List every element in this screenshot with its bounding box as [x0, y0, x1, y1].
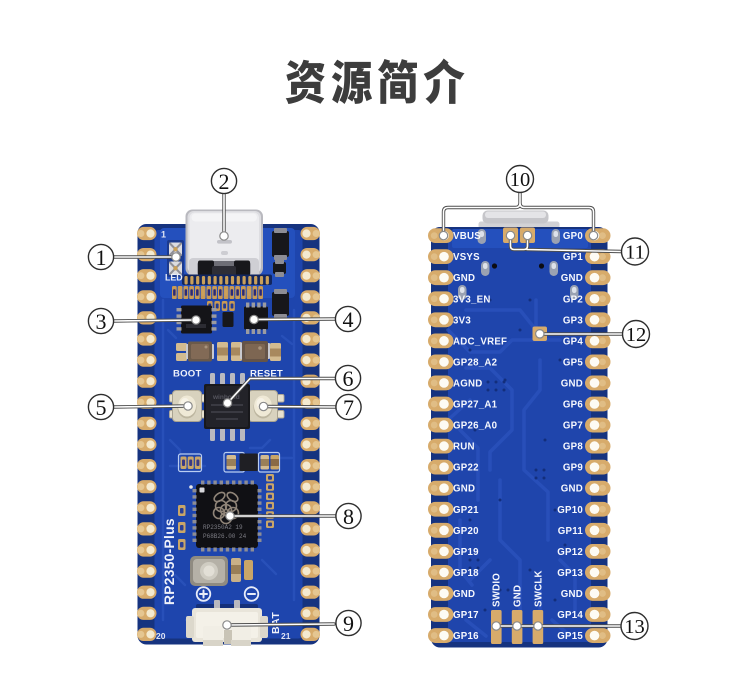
svg-text:6: 6 — [343, 366, 354, 391]
svg-text:10: 10 — [510, 169, 531, 191]
svg-text:BOOT: BOOT — [173, 369, 202, 380]
svg-text:GP13: GP13 — [557, 568, 583, 579]
svg-text:GND: GND — [453, 273, 475, 284]
svg-text:RUN: RUN — [453, 442, 475, 453]
svg-text:AGND: AGND — [453, 378, 483, 389]
svg-text:GND: GND — [561, 273, 583, 284]
svg-text:21: 21 — [281, 631, 291, 641]
svg-text:GP2: GP2 — [563, 294, 583, 305]
svg-text:VSYS: VSYS — [453, 252, 480, 263]
svg-text:3V3_EN: 3V3_EN — [453, 294, 491, 305]
svg-text:RESET: RESET — [250, 369, 283, 380]
svg-text:BAT: BAT — [270, 612, 282, 634]
svg-text:GND: GND — [453, 484, 475, 495]
svg-text:GP3: GP3 — [563, 315, 583, 326]
svg-text:ADC_VREF: ADC_VREF — [453, 336, 507, 347]
svg-text:GP0: GP0 — [563, 231, 583, 242]
svg-text:VBUS: VBUS — [453, 231, 481, 242]
svg-text:GND: GND — [561, 484, 583, 495]
svg-text:7: 7 — [343, 395, 354, 420]
svg-text:GP26_A0: GP26_A0 — [453, 421, 497, 432]
svg-text:GND: GND — [561, 589, 583, 600]
svg-text:GP19: GP19 — [453, 547, 479, 558]
svg-text:P68B26.00 24: P68B26.00 24 — [203, 533, 247, 540]
svg-text:SWDIO: SWDIO — [492, 573, 503, 607]
svg-text:RP2350A2 19: RP2350A2 19 — [203, 524, 243, 531]
svg-text:3: 3 — [96, 309, 107, 334]
svg-text:GP4: GP4 — [563, 336, 583, 347]
svg-text:GP21: GP21 — [453, 505, 479, 516]
svg-text:GP14: GP14 — [557, 610, 583, 621]
svg-text:GP1: GP1 — [563, 252, 583, 263]
svg-text:GP12: GP12 — [557, 547, 583, 558]
svg-text:LED: LED — [165, 273, 183, 283]
svg-text:3V3: 3V3 — [453, 315, 471, 326]
svg-text:GP5: GP5 — [563, 357, 583, 368]
svg-text:GP18: GP18 — [453, 568, 479, 579]
svg-text:SWCLK: SWCLK — [534, 570, 545, 607]
svg-text:GP7: GP7 — [563, 421, 583, 432]
svg-text:GP17: GP17 — [453, 610, 479, 621]
svg-text:5: 5 — [96, 395, 107, 420]
svg-text:20: 20 — [156, 631, 166, 641]
svg-text:GND: GND — [513, 585, 524, 607]
svg-text:GP10: GP10 — [557, 505, 583, 516]
svg-text:RP2350-Plus: RP2350-Plus — [162, 518, 177, 605]
svg-text:12: 12 — [626, 324, 647, 346]
svg-text:GP22: GP22 — [453, 463, 479, 474]
svg-text:11: 11 — [625, 242, 645, 264]
svg-text:GND: GND — [561, 378, 583, 389]
svg-text:9: 9 — [343, 611, 354, 636]
svg-text:GP11: GP11 — [558, 526, 584, 537]
svg-text:GP6: GP6 — [563, 400, 583, 411]
svg-text:4: 4 — [343, 307, 354, 332]
svg-text:GP28_A2: GP28_A2 — [453, 357, 497, 368]
svg-text:GND: GND — [453, 589, 475, 600]
svg-text:GP15: GP15 — [557, 631, 583, 642]
svg-text:winbond: winbond — [212, 394, 240, 401]
svg-text:1: 1 — [161, 230, 166, 240]
svg-text:GP8: GP8 — [563, 442, 583, 453]
svg-text:GP16: GP16 — [453, 631, 479, 642]
svg-text:GP20: GP20 — [453, 526, 479, 537]
svg-text:8: 8 — [343, 504, 354, 529]
svg-text:GP9: GP9 — [563, 463, 583, 474]
svg-text:13: 13 — [624, 616, 645, 638]
svg-text:GP27_A1: GP27_A1 — [453, 400, 498, 411]
svg-text:1: 1 — [96, 245, 107, 270]
svg-text:2: 2 — [219, 169, 230, 194]
